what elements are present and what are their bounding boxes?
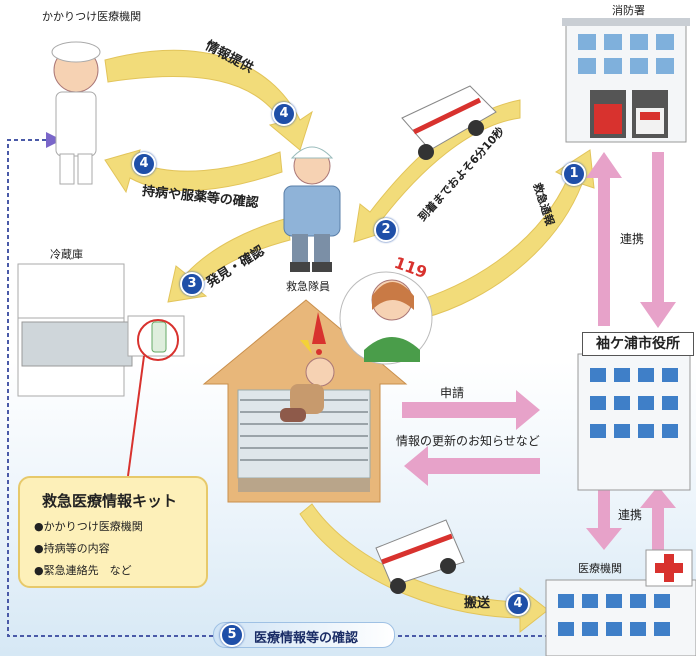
emergency-medical-info-kit: 救急医療情報キット ●かかりつけ医療機関 ●持病等の内容 ●緊急連絡先 など — [18, 476, 208, 588]
medical-info-check-text: 医療情報等の確認 — [254, 631, 359, 646]
arrow-coop2-down — [586, 486, 622, 550]
doctor-illustration — [51, 41, 101, 185]
paramedic-illustration — [283, 146, 341, 272]
kit-item-contact: ●緊急連絡先 など — [34, 564, 132, 577]
transport-text: 搬送 — [464, 596, 491, 611]
city-hall-building — [577, 353, 691, 491]
arrow-history-check — [104, 149, 283, 194]
step-number-emergency-report: 1 — [562, 162, 586, 186]
kit-title: 救急医療情報キット — [42, 492, 178, 510]
arrow-coop2-up — [640, 486, 676, 550]
kit-item-history: ●持病等の内容 — [34, 542, 110, 555]
caller-illustration — [339, 271, 433, 365]
arrow-update-notice — [404, 446, 540, 486]
paramedic-label: 救急隊員 — [286, 280, 330, 293]
step-number-transport: 4 — [506, 592, 530, 616]
step-number-discovery-check: 3 — [180, 272, 204, 296]
clinic-label: かかりつけ医療機関 — [42, 10, 142, 23]
medical-institution-label: 医療機関 — [578, 562, 622, 575]
arrow-coop-up — [586, 152, 622, 326]
arrow-transport — [299, 503, 549, 634]
arrow-info-provide — [104, 49, 313, 151]
step-number-info-provide: 4 — [272, 102, 296, 126]
refrigerator-label: 冷蔵庫 — [50, 248, 83, 261]
step-number-history-check: 4 — [132, 152, 156, 176]
arrow-coop-down — [640, 152, 676, 328]
cooperation-bottom-text: 連携 — [618, 508, 643, 522]
update-notice-text: 情報の更新のお知らせなど — [396, 434, 540, 448]
medical-institution-building — [545, 549, 696, 656]
ambulance-bottom — [375, 519, 465, 594]
step-number-medical-info-check: 5 — [220, 623, 244, 647]
cooperation-top-text: 連携 — [620, 232, 645, 246]
dashed-return-arrowhead — [46, 132, 62, 148]
arrow-application — [402, 390, 540, 430]
refrigerator-illustration — [17, 263, 185, 477]
step-number-arrival-time: 2 — [374, 218, 398, 242]
city-hall-label: 袖ケ浦市役所 — [582, 332, 694, 356]
fire-station-label: 消防署 — [612, 4, 645, 17]
application-text: 申請 — [440, 386, 465, 400]
fire-station-building — [562, 18, 690, 143]
medical-info-check-banner: 5 医療情報等の確認 — [213, 622, 395, 648]
kit-item-clinic: ●かかりつけ医療機関 — [34, 520, 143, 533]
ambulance-top — [401, 85, 497, 160]
